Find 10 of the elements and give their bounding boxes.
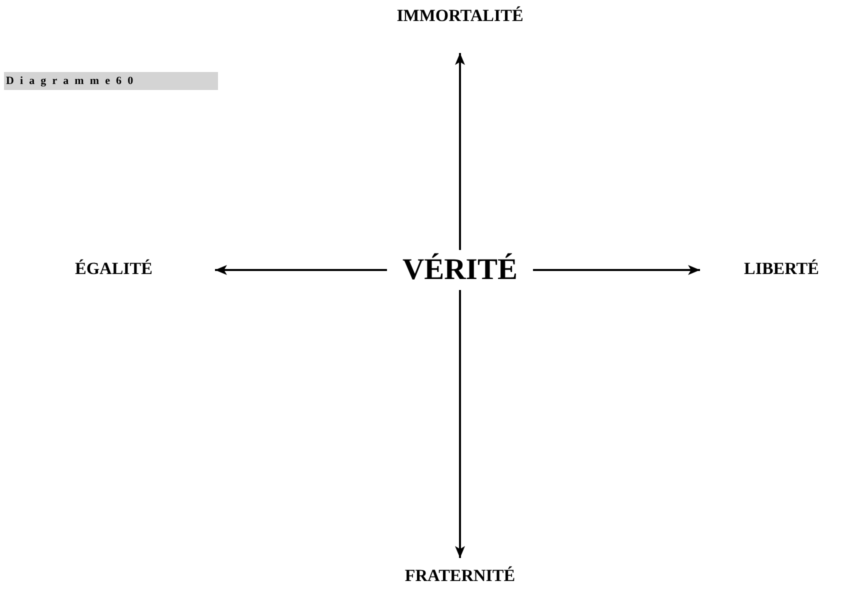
arrow <box>455 290 465 558</box>
arrow <box>215 265 387 275</box>
node-label: ÉGALITÉ <box>75 258 152 280</box>
node-label: IMMORTALITÉ <box>396 5 524 26</box>
arrow <box>533 265 700 275</box>
arrow <box>455 53 465 250</box>
node-label: LIBERTÉ <box>744 258 819 280</box>
node-label: FRATERNITÉ <box>404 564 516 586</box>
node-label: VÉRITÉ <box>402 252 518 288</box>
diagram-tag: Diagramme60 <box>4 72 218 90</box>
